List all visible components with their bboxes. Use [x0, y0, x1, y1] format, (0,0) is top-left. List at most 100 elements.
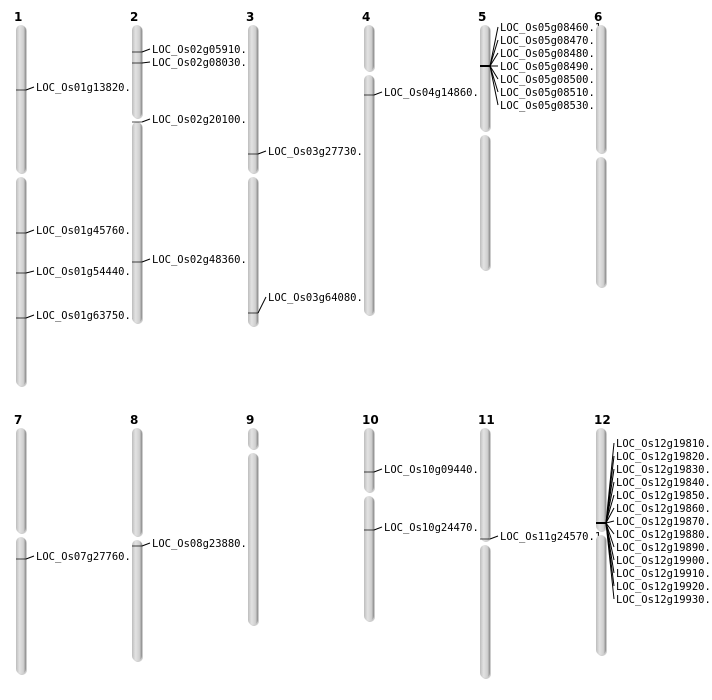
chromosome-short-arm [596, 428, 606, 531]
chromosome-label: 1 [14, 10, 22, 24]
gene-label: LOC_Os11g24570.1 [500, 531, 601, 543]
chromosome-label: 12 [594, 413, 611, 427]
chromosome-short-arm [480, 428, 490, 541]
chromosome-label: 3 [246, 10, 254, 24]
gene-marker: LOC_Os12g19870.1 [596, 516, 712, 528]
gene-marker: LOC_Os12g19930.1 [596, 522, 712, 606]
gene-marker: LOC_Os08g23880.1 [132, 538, 253, 550]
gene-label: LOC_Os05g08510.1 [500, 87, 601, 99]
gene-label: LOC_Os05g08470.1 [500, 35, 601, 47]
gene-label: LOC_Os05g08480.1 [500, 48, 601, 60]
gene-label: LOC_Os03g64080.1 [268, 292, 369, 304]
gene-marker: LOC_Os02g48360.1 [132, 254, 253, 266]
gene-label: LOC_Os02g20100.1 [152, 114, 253, 126]
gene-label: LOC_Os12g19870.1 [616, 516, 712, 528]
gene-marker: LOC_Os03g27730.1 [248, 146, 369, 158]
gene-label: LOC_Os02g08030.1 [152, 57, 253, 69]
chromosome-label: 8 [130, 413, 138, 427]
chromosome-long-arm [132, 540, 142, 661]
chromosome-short-arm [132, 428, 142, 536]
chromosome-short-arm [16, 428, 26, 533]
gene-marker: LOC_Os02g05910.1 [132, 44, 253, 56]
gene-label: LOC_Os08g23880.1 [152, 538, 253, 550]
chromosome-6: 6 [594, 10, 607, 288]
gene-marker: LOC_Os01g54440.1 [16, 266, 137, 278]
gene-label: LOC_Os05g08460.1 [500, 22, 601, 34]
chromosome-12: 12LOC_Os12g19810.1LOC_Os12g19820.1LOC_Os… [594, 413, 712, 656]
chromosome-long-arm [248, 453, 258, 625]
gene-label: LOC_Os01g13820.1 [36, 82, 137, 94]
chromosome-long-arm [480, 545, 490, 678]
gene-marker: LOC_Os05g08490.1 [480, 61, 601, 73]
gene-label: LOC_Os12g19900.1 [616, 555, 712, 567]
gene-marker: LOC_Os01g13820.1 [16, 82, 137, 94]
chromosome-label: 9 [246, 413, 254, 427]
chromosome-long-arm [364, 496, 374, 621]
gene-label: LOC_Os12g19810.1 [616, 438, 712, 450]
gene-label: LOC_Os12g19890.1 [616, 542, 712, 554]
chromosome-short-arm [248, 25, 258, 173]
gene-marker: LOC_Os01g63750.1 [16, 310, 137, 322]
gene-label: LOC_Os03g27730.1 [268, 146, 369, 158]
gene-label: LOC_Os02g48360.1 [152, 254, 253, 266]
gene-label: LOC_Os01g63750.1 [36, 310, 137, 322]
gene-marker: LOC_Os07g27760.1 [16, 551, 137, 563]
gene-label: LOC_Os01g54440.1 [36, 266, 137, 278]
gene-marker: LOC_Os05g08530.1 [480, 65, 601, 112]
gene-label: LOC_Os01g45760.1 [36, 225, 137, 237]
gene-marker: LOC_Os11g24570.1 [480, 531, 601, 543]
gene-label: LOC_Os07g27760.1 [36, 551, 137, 563]
gene-label: LOC_Os12g19860.1 [616, 503, 712, 515]
gene-label: LOC_Os12g19930.1 [616, 594, 712, 606]
gene-label: LOC_Os12g19910.1 [616, 568, 712, 580]
chromosome-5: 5LOC_Os05g08460.1LOC_Os05g08470.1LOC_Os0… [478, 10, 601, 271]
gene-label: LOC_Os12g19920.1 [616, 581, 712, 593]
gene-label: LOC_Os10g24470.1 [384, 522, 485, 534]
chromosome-label: 2 [130, 10, 138, 24]
chromosome-long-arm [16, 177, 26, 386]
chromosome-long-arm [16, 537, 26, 674]
gene-label: LOC_Os05g08500.1 [500, 74, 601, 86]
gene-marker: LOC_Os01g45760.1 [16, 225, 137, 237]
chromosome-label: 7 [14, 413, 22, 427]
gene-label: LOC_Os12g19840.1 [616, 477, 712, 489]
chromosome-label: 6 [594, 10, 602, 24]
gene-marker: LOC_Os04g14860.1 [364, 87, 485, 99]
chromosome-short-arm [364, 428, 374, 492]
chromosome-label: 5 [478, 10, 486, 24]
chromosome-short-arm [248, 428, 258, 449]
chromosome-long-arm [132, 122, 142, 323]
gene-label: LOC_Os02g05910.1 [152, 44, 253, 56]
chromosome-label: 11 [478, 413, 495, 427]
chromosome-label: 4 [362, 10, 370, 24]
gene-label: LOC_Os04g14860.1 [384, 87, 485, 99]
chromosome-short-arm [132, 25, 142, 118]
gene-label: LOC_Os12g19850.1 [616, 490, 712, 502]
gene-label: LOC_Os10g09440.1 [384, 464, 485, 476]
chromosome-long-arm [480, 135, 490, 270]
chromosome-long-arm [596, 535, 606, 655]
chromosome-long-arm [364, 75, 374, 315]
chromosome-long-arm [596, 157, 606, 287]
gene-marker: LOC_Os03g64080.1 [248, 292, 369, 314]
gene-label: LOC_Os05g08530.1 [500, 100, 601, 112]
gene-label: LOC_Os12g19830.1 [616, 464, 712, 476]
chromosome-label: 10 [362, 413, 379, 427]
chromosome-2: 2LOC_Os02g05910.1LOC_Os02g08030.1LOC_Os0… [130, 10, 253, 324]
gene-marker: LOC_Os02g08030.1 [132, 57, 253, 69]
chromosome-short-arm [480, 25, 490, 131]
gene-marker: LOC_Os02g20100.1 [132, 114, 253, 126]
gene-marker: LOC_Os10g09440.1 [364, 464, 485, 476]
chromosome-short-arm [364, 25, 374, 71]
gene-label: LOC_Os12g19820.1 [616, 451, 712, 463]
chromosome-short-arm [16, 25, 26, 173]
chromosome-1: 1LOC_Os01g13820.1LOC_Os01g45760.1LOC_Os0… [14, 10, 137, 387]
gene-label: LOC_Os05g08490.1 [500, 61, 601, 73]
